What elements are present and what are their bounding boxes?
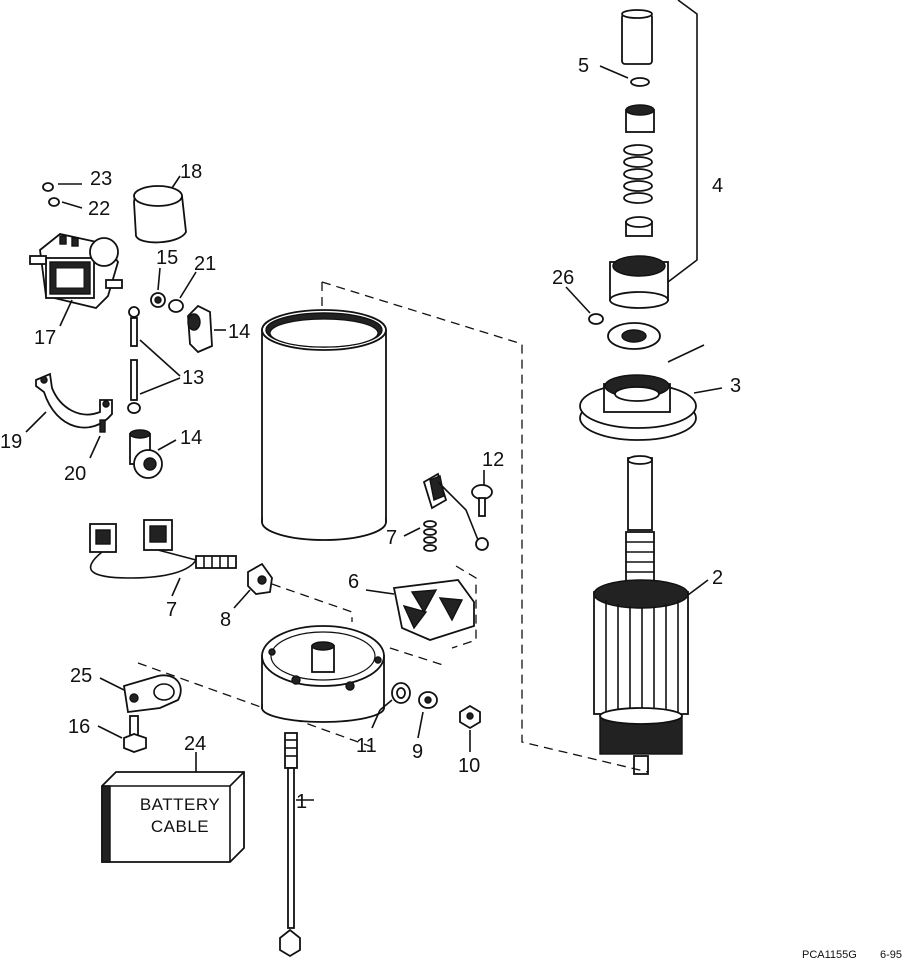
- screw-12: [471, 484, 493, 517]
- washer-22: [48, 197, 60, 207]
- callout-24: 24: [184, 733, 206, 755]
- callout-26: 26: [552, 267, 574, 289]
- bracket-19: [35, 372, 113, 429]
- terminal-8: [247, 562, 273, 595]
- armature-2: [593, 455, 689, 775]
- callout-18: 18: [180, 161, 202, 183]
- callout-9: 9: [412, 741, 423, 763]
- assembly-path-right: [321, 281, 649, 773]
- bracket-4: [667, 0, 698, 283]
- figure-code: PCA1155G: [802, 949, 857, 960]
- callout-23: 23: [90, 168, 112, 190]
- washer-21: [168, 299, 184, 313]
- assembly-path-left: [137, 662, 376, 749]
- boot-14-lower: [129, 429, 163, 479]
- brush-lead-7-lower: [89, 519, 237, 579]
- callout-13: 13: [182, 367, 204, 389]
- commutator-end-cap: [261, 625, 385, 723]
- screw-16: [123, 715, 147, 753]
- boot-14-upper: [187, 304, 213, 354]
- callout-6: 6: [348, 571, 359, 593]
- callout-2: 2: [712, 567, 723, 589]
- nut-26: [588, 313, 604, 325]
- callout-17: 17: [34, 327, 56, 349]
- callout-20: 20: [64, 463, 86, 485]
- nut-23: [42, 182, 54, 192]
- brush-holder-6: [392, 579, 475, 641]
- solenoid-17: [29, 233, 123, 309]
- through-bolt-1: [279, 732, 301, 958]
- callout-7-lower: 7: [166, 599, 177, 621]
- clamp-25: [122, 674, 182, 714]
- callout-14-upper: 14: [228, 321, 250, 343]
- callout-11: 11: [356, 735, 377, 757]
- brush-set-7-upper: [422, 472, 489, 552]
- callout-15: 15: [156, 247, 178, 269]
- boot-18: [133, 185, 187, 244]
- callout-8: 8: [220, 609, 231, 631]
- callout-16: 16: [68, 716, 90, 738]
- pinion-stack: [607, 9, 669, 350]
- callout-4: 4: [712, 175, 723, 197]
- callout-22: 22: [88, 198, 110, 220]
- battery-cable-box: BATTERY CABLE: [101, 771, 245, 863]
- figure-date: 6-95: [880, 949, 902, 960]
- callout-19: 19: [0, 431, 22, 453]
- field-frame: [261, 309, 387, 541]
- callout-1: 1: [296, 791, 307, 813]
- callout-25: 25: [70, 665, 92, 687]
- cable-13: [127, 306, 141, 414]
- battery-box-line1: BATTERY: [140, 795, 220, 814]
- callout-3: 3: [730, 375, 741, 397]
- callout-7-upper: 7: [386, 527, 397, 549]
- screw-20: [99, 419, 106, 433]
- callout-10: 10: [458, 755, 480, 777]
- callout-5: 5: [578, 55, 589, 77]
- callout-21: 21: [194, 253, 216, 275]
- battery-box-line2: CABLE: [151, 817, 209, 836]
- callout-12: 12: [482, 449, 504, 471]
- end-cap-3: [579, 374, 697, 441]
- callout-14-lower: 14: [180, 427, 202, 449]
